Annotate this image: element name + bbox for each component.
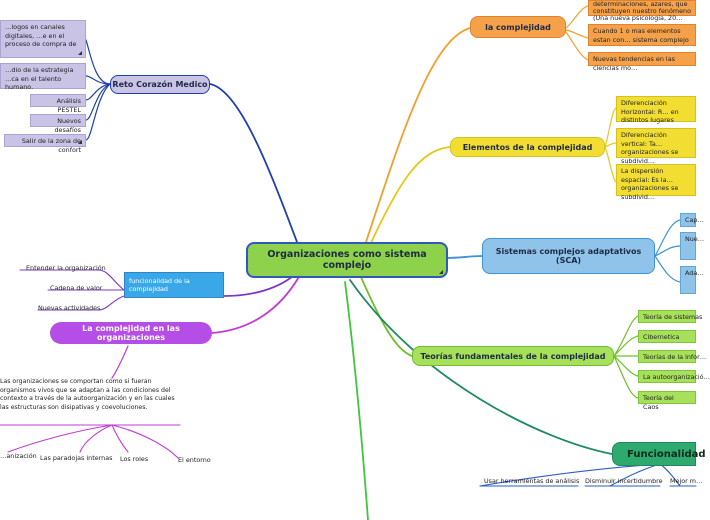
topic-sistemas-complejos[interactable]: Sistemas complejos adaptativos (SCA) — [482, 238, 655, 274]
note-comfort-zone[interactable]: Salir de la zona de confort — [4, 134, 86, 154]
topic-elementos-complejidad[interactable]: Elementos de la complejidad — [450, 137, 605, 157]
item-autoorganizacion[interactable]: …anización — [0, 452, 37, 460]
note-corner-icon — [78, 51, 82, 55]
item-nuevas-actividades[interactable]: Nuevas actividades — [38, 304, 101, 312]
note-elementos-conectados[interactable]: Cuando 1 o mas elementos estan con… sist… — [588, 24, 696, 46]
central-topic[interactable]: Organizaciones como sistema complejo — [246, 242, 448, 278]
note-diferenciacion-vertical[interactable]: Diferenciación vertical: Ta… organizacio… — [616, 128, 696, 165]
note-determinaciones[interactable]: determinaciones, azares, que constituyen… — [588, 0, 696, 22]
note-teoria-sistemas[interactable]: Teoría de sistemas — [638, 310, 702, 323]
note-new-challenges[interactable]: Nuevos desafíos — [30, 114, 86, 134]
topic-reto-corazon[interactable]: Reto Corazón Medico — [110, 75, 210, 94]
item-disminuir-incertidumbre[interactable]: Disminuir incertidumbre — [585, 477, 663, 485]
item-entorno[interactable]: El entorno — [178, 456, 211, 464]
item-mejor[interactable]: Mejor m… — [670, 477, 703, 485]
item-roles[interactable]: Los roles — [120, 455, 149, 463]
topic-funcionalidad-complejidad[interactable]: funcionalidad de la complejidad — [124, 272, 224, 298]
note-corner-icon — [78, 140, 82, 144]
note-teoria-caos[interactable]: Teoría del Caos — [638, 391, 696, 411]
central-topic-label: Organizaciones como sistema complejo — [267, 249, 427, 271]
note-organismos-vivos[interactable]: Las organizaciones se comportan como si … — [0, 378, 175, 411]
topic-funcionalidad[interactable]: Funcionalidad — [612, 442, 706, 466]
note-nuevas-tendencias[interactable]: Nuevas tendencias en las ciencias mo… — [588, 52, 696, 72]
item-paradojas-internas[interactable]: Las paradojas internas — [40, 454, 113, 462]
topic-complejidad-organizaciones[interactable]: La complejidad en las organizaciones — [50, 322, 212, 344]
note-autoorganizacion[interactable]: La autoorganizació… — [638, 370, 710, 383]
note-corner-icon — [439, 270, 443, 274]
item-cadena-valor[interactable]: Cadena de valor — [50, 284, 103, 292]
note-sca-ada[interactable]: Ada… — [680, 266, 704, 294]
item-herramientas-analisis[interactable]: Usar herramientas de análisis — [484, 477, 580, 485]
note-pestel[interactable]: Análisis PESTEL — [30, 94, 86, 114]
note-teoria-informacion[interactable]: Teorías de la infor… — [638, 350, 706, 363]
note-sca-nue[interactable]: Nue… — [680, 232, 704, 260]
note-dispersion-espacial[interactable]: La dispersión espacial: Es la… organizac… — [616, 164, 696, 201]
note-cibernetica[interactable]: Cibernetica — [638, 330, 696, 343]
note-sca-cap[interactable]: Cap… — [680, 213, 704, 227]
topic-teorias-fundamentales[interactable]: Teorías fundamentales de la complejidad — [412, 346, 614, 366]
note-digital-channels[interactable]: …logos en canales digitales, …e en el pr… — [0, 20, 86, 58]
item-entender-organizacion[interactable]: Entender la organización — [26, 264, 106, 272]
topic-la-complejidad[interactable]: la complejidad — [470, 16, 566, 38]
note-strategy-talent[interactable]: …dio de la estrategia …ca en el talento … — [0, 63, 86, 91]
note-diferenciacion-horizontal[interactable]: Diferenciación Horizontal: R… en distint… — [616, 96, 696, 124]
